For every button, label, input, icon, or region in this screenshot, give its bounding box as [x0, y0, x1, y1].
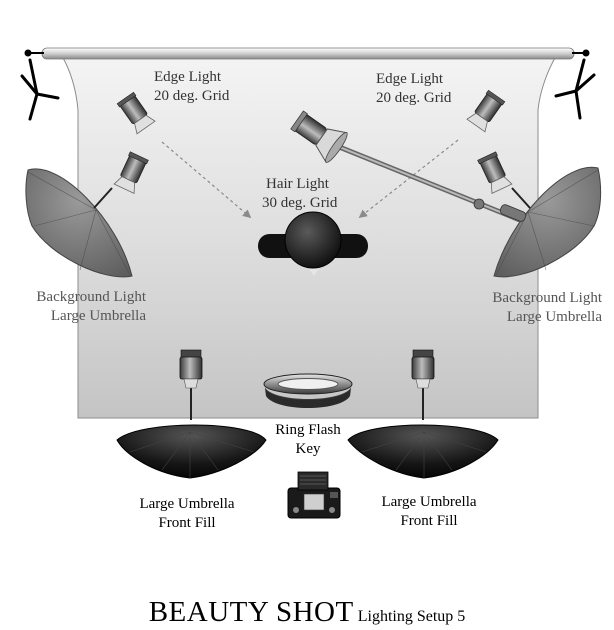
light-path-arrows: [161, 139, 459, 219]
strobe-head-icon: [476, 151, 531, 209]
label-line: 30 deg. Grid: [262, 195, 338, 211]
label-line: Large Umbrella: [50, 308, 146, 324]
edge-light-left-label: Edge Light 20 deg. Grid: [154, 68, 229, 106]
strobe-head-icon: [93, 151, 150, 209]
label-line: Edge Light: [154, 69, 222, 85]
label-line: Large Umbrella: [506, 309, 602, 325]
umbrella-icon: [493, 166, 602, 278]
background-light-left-label: Background Light Large Umbrella: [10, 288, 146, 326]
label-line: 20 deg. Grid: [154, 88, 230, 104]
title-main: BEAUTY SHOT: [148, 596, 354, 628]
label-line: Background Light: [36, 289, 146, 305]
label-line: 20 deg. Grid: [376, 90, 452, 106]
strobe-head-icon: [179, 349, 203, 420]
label-line: Key: [295, 441, 321, 457]
background-light-right-label: Background Light Large Umbrella: [466, 289, 602, 327]
label-line: Front Fill: [158, 515, 216, 531]
label-line: Front Fill: [400, 513, 458, 529]
label-line: Edge Light: [376, 71, 444, 87]
label-line: Large Umbrella: [381, 494, 477, 510]
front-fill-left-label: Large Umbrella Front Fill: [122, 495, 252, 533]
ring-flash-icon: [263, 373, 353, 408]
ring-flash-key-label: Ring Flash Key: [258, 421, 358, 459]
subject-head-icon: [258, 211, 368, 276]
strobe-head-icon: [290, 110, 348, 164]
label-line: Background Light: [492, 290, 602, 306]
label-line: Ring Flash: [275, 422, 341, 438]
label-line: Hair Light: [266, 176, 329, 192]
umbrella-icon: [25, 168, 133, 278]
hair-light-label: Hair Light 30 deg. Grid: [262, 175, 337, 213]
tripod-stand-icon: [554, 58, 596, 120]
strobe-head-icon: [411, 349, 435, 420]
front-fill-right-label: Large Umbrella Front Fill: [364, 493, 494, 531]
umbrella-icon: [116, 424, 267, 479]
camera-icon: [287, 471, 341, 519]
umbrella-icon: [347, 424, 499, 479]
boom-arm-icon: [319, 137, 527, 223]
label-line: Large Umbrella: [139, 496, 235, 512]
edge-light-right-label: Edge Light 20 deg. Grid: [376, 70, 451, 108]
title-subtitle: Lighting Setup 5: [357, 608, 466, 625]
tripod-stand-icon: [20, 58, 60, 121]
